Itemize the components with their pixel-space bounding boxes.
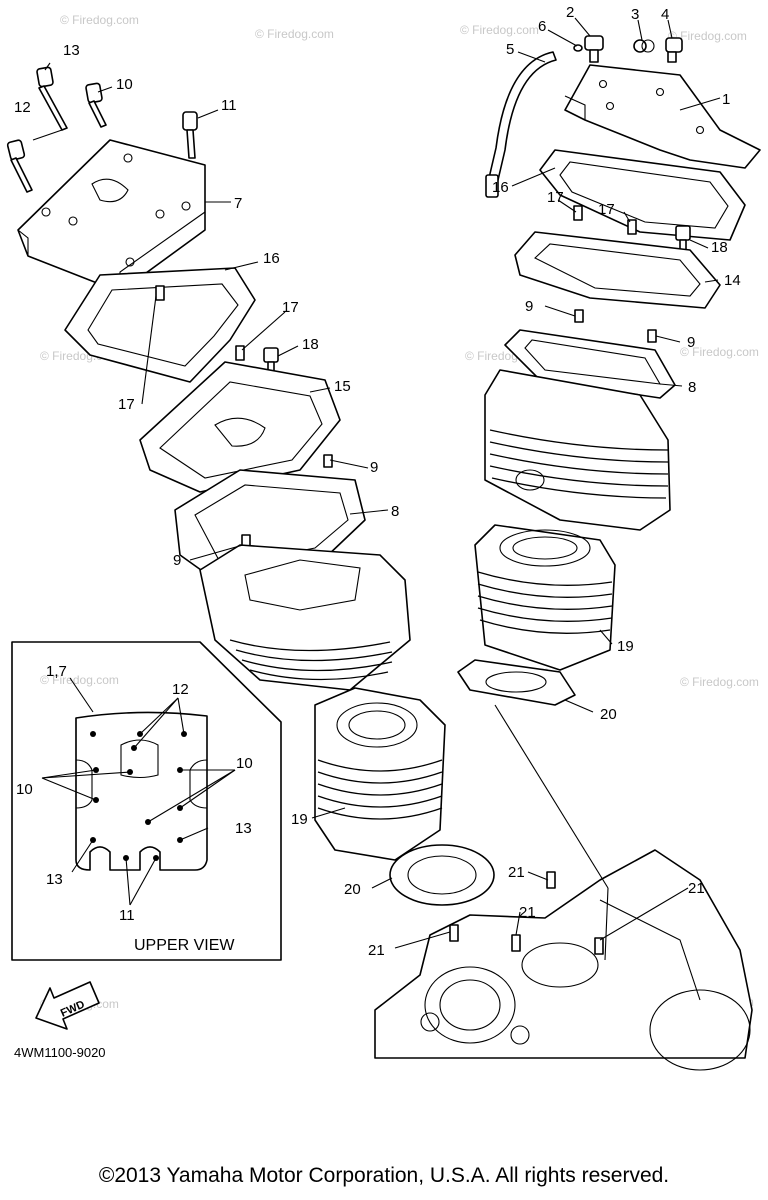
hose-end — [485, 174, 499, 198]
callout-17: 17 — [282, 299, 299, 316]
callout-17: 17 — [547, 189, 564, 206]
fitting-2 — [584, 35, 604, 63]
dowel-21 — [594, 937, 604, 955]
callout-19: 19 — [291, 811, 308, 828]
callout-7: 7 — [234, 195, 242, 212]
inset-label-13: 13 — [46, 871, 63, 888]
callout-2: 2 — [566, 4, 574, 21]
callout-14: 14 — [724, 272, 741, 289]
bolt-11 — [182, 111, 198, 159]
callout-18: 18 — [711, 239, 728, 256]
callout-12: 12 — [14, 99, 31, 116]
callout-3: 3 — [631, 6, 639, 23]
callout-5: 5 — [506, 41, 514, 58]
watermark: © Firedog.com — [680, 345, 759, 359]
gasket-16-front — [539, 149, 746, 241]
bolt-12 — [6, 139, 33, 193]
callout-17: 17 — [118, 396, 135, 413]
callout-21: 21 — [368, 942, 385, 959]
dowel-9 — [574, 309, 584, 323]
o-ring-6 — [573, 44, 583, 52]
inset-label-1-7: 1,7 — [46, 663, 67, 680]
fwd-arrow-icon: FWD — [35, 981, 100, 1030]
callout-17: 17 — [598, 201, 615, 218]
breather-hose-5 — [488, 51, 557, 181]
crankcase — [374, 849, 753, 1071]
callout-9: 9 — [370, 459, 378, 476]
callout-19: 19 — [617, 638, 634, 655]
bolt-13 — [36, 66, 68, 131]
gasket-20-rear — [389, 844, 495, 906]
inset-label-12: 12 — [172, 681, 189, 698]
inset-label-10: 10 — [236, 755, 253, 772]
callout-16: 16 — [263, 250, 280, 267]
upper-view-inset: 1,7 12 10 10 13 13 11 UPPER VIEW — [11, 641, 282, 961]
cylinder-head-front — [484, 369, 671, 531]
leader-lines — [32, 17, 721, 961]
rocker-holder-15 — [139, 361, 341, 493]
watermark: © Firedog.com — [680, 675, 759, 689]
clip-3 — [633, 39, 655, 53]
dowel-17 — [627, 219, 637, 235]
callout-1: 1 — [722, 91, 730, 108]
callout-18: 18 — [302, 336, 319, 353]
watermark: © Firedog.com — [60, 13, 139, 27]
diagram-code: 4WM1100-9020 — [14, 1045, 106, 1060]
cylinder-head-rear — [199, 544, 411, 691]
dowel-21 — [511, 934, 521, 952]
watermark: © Firedog.com — [40, 673, 119, 687]
callout-15: 15 — [334, 378, 351, 395]
callout-20: 20 — [600, 706, 617, 723]
watermark: © Firedog.com — [460, 23, 539, 37]
callout-21: 21 — [688, 880, 705, 897]
callout-labels: 1 2 3 4 5 6 7 8 8 9 9 9 9 10 11 12 13 14… — [14, 4, 741, 959]
callout-4: 4 — [661, 6, 669, 23]
cylinder-19-rear — [314, 687, 446, 861]
callout-9: 9 — [687, 334, 695, 351]
callout-9: 9 — [173, 552, 181, 569]
callout-16: 16 — [492, 179, 509, 196]
inset-caption: UPPER VIEW — [134, 937, 235, 954]
callout-10: 10 — [116, 76, 133, 93]
dowel-9 — [647, 329, 657, 343]
gasket-16-rear — [64, 267, 256, 383]
callout-8: 8 — [391, 503, 399, 520]
watermark: © Firedog.com — [255, 27, 334, 41]
dowel-21 — [546, 871, 556, 889]
cylinder-19-front — [474, 524, 616, 671]
callout-13: 13 — [63, 42, 80, 59]
inset-label-13: 13 — [235, 820, 252, 837]
callout-11: 11 — [221, 97, 237, 114]
callout-21: 21 — [508, 864, 525, 881]
inset-label-10: 10 — [16, 781, 33, 798]
cylinder-head-cover-rear — [17, 139, 206, 293]
callout-21: 21 — [519, 904, 536, 921]
dowel-17 — [573, 205, 583, 221]
copyright-notice: ©2013 Yamaha Motor Corporation, U.S.A. A… — [98, 1164, 670, 1187]
callout-20: 20 — [344, 881, 361, 898]
callout-6: 6 — [538, 18, 546, 35]
dowel-17 — [235, 345, 245, 361]
watermark: © Firedog.com — [668, 29, 747, 43]
gasket-20-front — [457, 659, 576, 706]
dowel-17 — [155, 285, 165, 301]
cylinder-head-cover-front — [564, 64, 761, 169]
inset-label-11: 11 — [119, 907, 135, 924]
bolt-10 — [85, 82, 107, 128]
callout-8: 8 — [688, 379, 696, 396]
callout-9: 9 — [525, 298, 533, 315]
dowel-9 — [323, 454, 333, 468]
dowel-21 — [449, 924, 459, 942]
fitting-4 — [665, 37, 683, 63]
rocker-holder-14 — [514, 231, 721, 309]
